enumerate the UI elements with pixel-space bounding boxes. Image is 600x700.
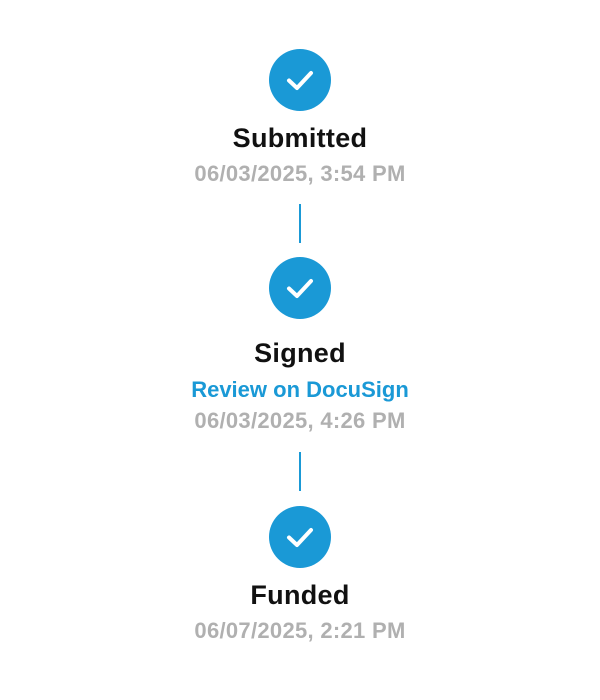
step-title: Signed bbox=[254, 338, 346, 368]
timeline-step-funded: Funded 06/07/2025, 2:21 PM bbox=[0, 506, 600, 645]
checkmark-icon bbox=[287, 279, 313, 298]
check-circle bbox=[269, 49, 331, 111]
step-timestamp: 06/03/2025, 3:54 PM bbox=[194, 161, 406, 186]
step-timestamp: 06/03/2025, 4:26 PM bbox=[194, 408, 406, 433]
step-title: Submitted bbox=[232, 123, 368, 153]
check-circle bbox=[269, 506, 331, 568]
timeline-connector bbox=[299, 452, 301, 491]
timeline-step-submitted: Submitted 06/03/2025, 3:54 PM bbox=[0, 49, 600, 188]
step-timestamp: 06/07/2025, 2:21 PM bbox=[194, 618, 406, 643]
step-title: Funded bbox=[250, 580, 350, 610]
timeline-connector bbox=[299, 204, 301, 243]
timeline-step-signed: Signed Review on DocuSign 06/03/2025, 4:… bbox=[0, 257, 600, 435]
checkmark-icon bbox=[287, 528, 313, 547]
check-circle bbox=[269, 257, 331, 319]
checkmark-icon bbox=[287, 71, 313, 90]
review-on-docusign-link[interactable]: Review on DocuSign bbox=[191, 377, 409, 402]
